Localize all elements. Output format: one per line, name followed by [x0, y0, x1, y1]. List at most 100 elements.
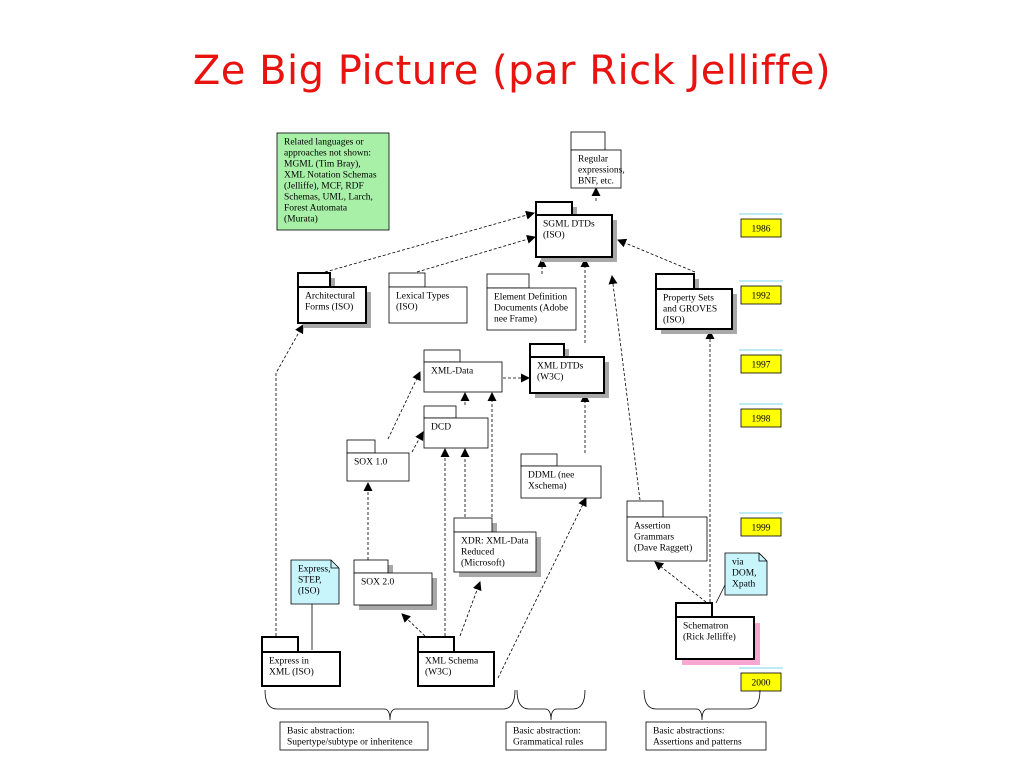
dependency-edge: [497, 497, 587, 679]
grouping-brace: [643, 689, 761, 721]
node-related-line: XML Notation Schemas: [284, 171, 377, 181]
node-arch-line: Architectural: [305, 292, 355, 302]
year-marker: 1992: [739, 280, 783, 305]
node-related-line: MGML (Tim Bray),: [284, 159, 361, 170]
node-related-line: (Murata): [284, 214, 318, 225]
year-label: 1998: [752, 415, 771, 425]
node-assertion-line: Assertion: [634, 522, 671, 532]
dependency-edge: [275, 324, 304, 636]
node-sox1: SOX 1.0: [346, 439, 410, 482]
node-xmldtd-line: XML DTDs: [537, 362, 584, 372]
node-basic2-line: Grammatical rules: [513, 738, 584, 748]
node-regular-line: Regular: [578, 155, 609, 165]
node-related-line: Forest Automata: [284, 204, 348, 214]
node-sox2-line: SOX 2.0: [361, 578, 395, 588]
year-marker: 1998: [739, 403, 783, 428]
node-express-line: (ISO): [298, 586, 320, 597]
annotation-link: [715, 584, 726, 604]
node-property-line: Property Sets: [663, 294, 714, 304]
node-xdr-line: XDR: XML-Data: [461, 537, 529, 547]
node-schematron-line: (Rick Jelliffe): [683, 632, 736, 643]
grouping-brace: [516, 689, 586, 721]
year-label: 1992: [752, 292, 771, 302]
year-marker: 1986: [739, 213, 783, 238]
year-marker: 1999: [739, 512, 783, 537]
slide-title: Ze Big Picture (par Rick Jelliffe): [192, 48, 832, 94]
dependency-edge: [416, 234, 536, 273]
node-related-line: approaches not shown:: [284, 149, 371, 159]
node-edd-line: nee Frame): [494, 314, 537, 325]
node-xdr-line: (Microsoft): [461, 558, 505, 569]
dependency-edge: [411, 431, 424, 453]
node-regular-line: expressions,: [578, 166, 625, 176]
year-label: 2000: [752, 679, 771, 689]
dependency-edge: [608, 275, 641, 501]
node-sgml-line: SGML DTDs: [543, 220, 595, 230]
node-express-line: STEP,: [298, 576, 322, 586]
node-xmldata-line: XML-Data: [431, 367, 474, 377]
node-lexical-line: (ISO): [396, 302, 418, 313]
node-xmldtd: XML DTDs(W3C): [529, 343, 609, 398]
node-express-line: Express,: [298, 565, 330, 575]
year-label: 1999: [752, 524, 771, 534]
node-property-line: and GROVES: [663, 305, 717, 315]
node-xmlschema-line: (W3C): [425, 667, 451, 678]
node-schematron: Schematron(Rick Jelliffe): [675, 602, 760, 665]
node-via-line: DOM,: [732, 569, 757, 579]
node-arch-line: Forms (ISO): [305, 302, 353, 313]
node-sgml-line: (ISO): [543, 230, 565, 241]
node-basic1-line: Basic abstraction:: [287, 727, 355, 737]
dependency-edge: [387, 371, 421, 440]
node-assertion-line: Grammars: [634, 533, 674, 543]
node-basic3-line: Basic abstractions:: [653, 727, 725, 737]
dependency-edge: [654, 561, 707, 603]
node-edd-line: Element Definition: [494, 292, 567, 303]
node-property-line: (ISO): [663, 315, 685, 326]
year-marker: 2000: [739, 667, 783, 692]
dependency-edge: [617, 238, 696, 273]
node-sox2: SOX 2.0: [353, 559, 437, 610]
node-via-line: via: [732, 558, 744, 568]
node-basic2: Basic abstraction:Grammatical rules: [505, 721, 607, 751]
node-express: Express,STEP,(ISO): [290, 559, 340, 605]
node-lexical-line: Lexical Types: [396, 292, 450, 302]
node-xmlschema-line: XML Schema: [425, 657, 479, 667]
node-edd-line: Documents (Adobe: [494, 303, 568, 314]
dependency-edge: [324, 210, 535, 273]
node-dcd: DCD: [423, 405, 489, 449]
node-ddml-line: Xschema): [528, 481, 567, 492]
node-expressxml-line: XML (ISO): [269, 667, 314, 678]
dependency-edge: [401, 613, 426, 637]
grouping-brace: [264, 689, 516, 721]
node-basic3-line: Assertions and patterns: [653, 738, 742, 748]
node-xmldata: XML-Data: [423, 349, 503, 393]
node-related-line: Related languages or: [284, 138, 365, 148]
node-basic2-line: Basic abstraction:: [513, 727, 581, 737]
node-basic1: Basic abstraction:Supertype/subtype or i…: [279, 721, 429, 751]
node-expressxml-line: Express in: [269, 657, 309, 667]
node-ddml-line: DDML (nee: [528, 470, 574, 481]
node-related-line: Schemas, UML, Larch,: [284, 193, 373, 203]
node-dcd-line: DCD: [431, 423, 451, 433]
node-xdr-line: Reduced: [461, 548, 494, 558]
node-via-line: Xpath: [732, 580, 755, 590]
node-basic3: Basic abstractions:Assertions and patter…: [645, 721, 767, 751]
node-basic1-line: Supertype/subtype or inheritence: [287, 738, 413, 748]
node-assertion-line: (Dave Raggett): [634, 543, 692, 554]
node-xmlschema: XML Schema(W3C): [417, 636, 495, 687]
node-related-line: (Jelliffe), MCF, RDF: [284, 181, 364, 192]
year-marker: 1997: [739, 349, 783, 374]
node-xmldtd-line: (W3C): [537, 372, 563, 383]
dependency-edge: [459, 581, 482, 637]
node-sgml: SGML DTDs(ISO): [535, 201, 617, 262]
